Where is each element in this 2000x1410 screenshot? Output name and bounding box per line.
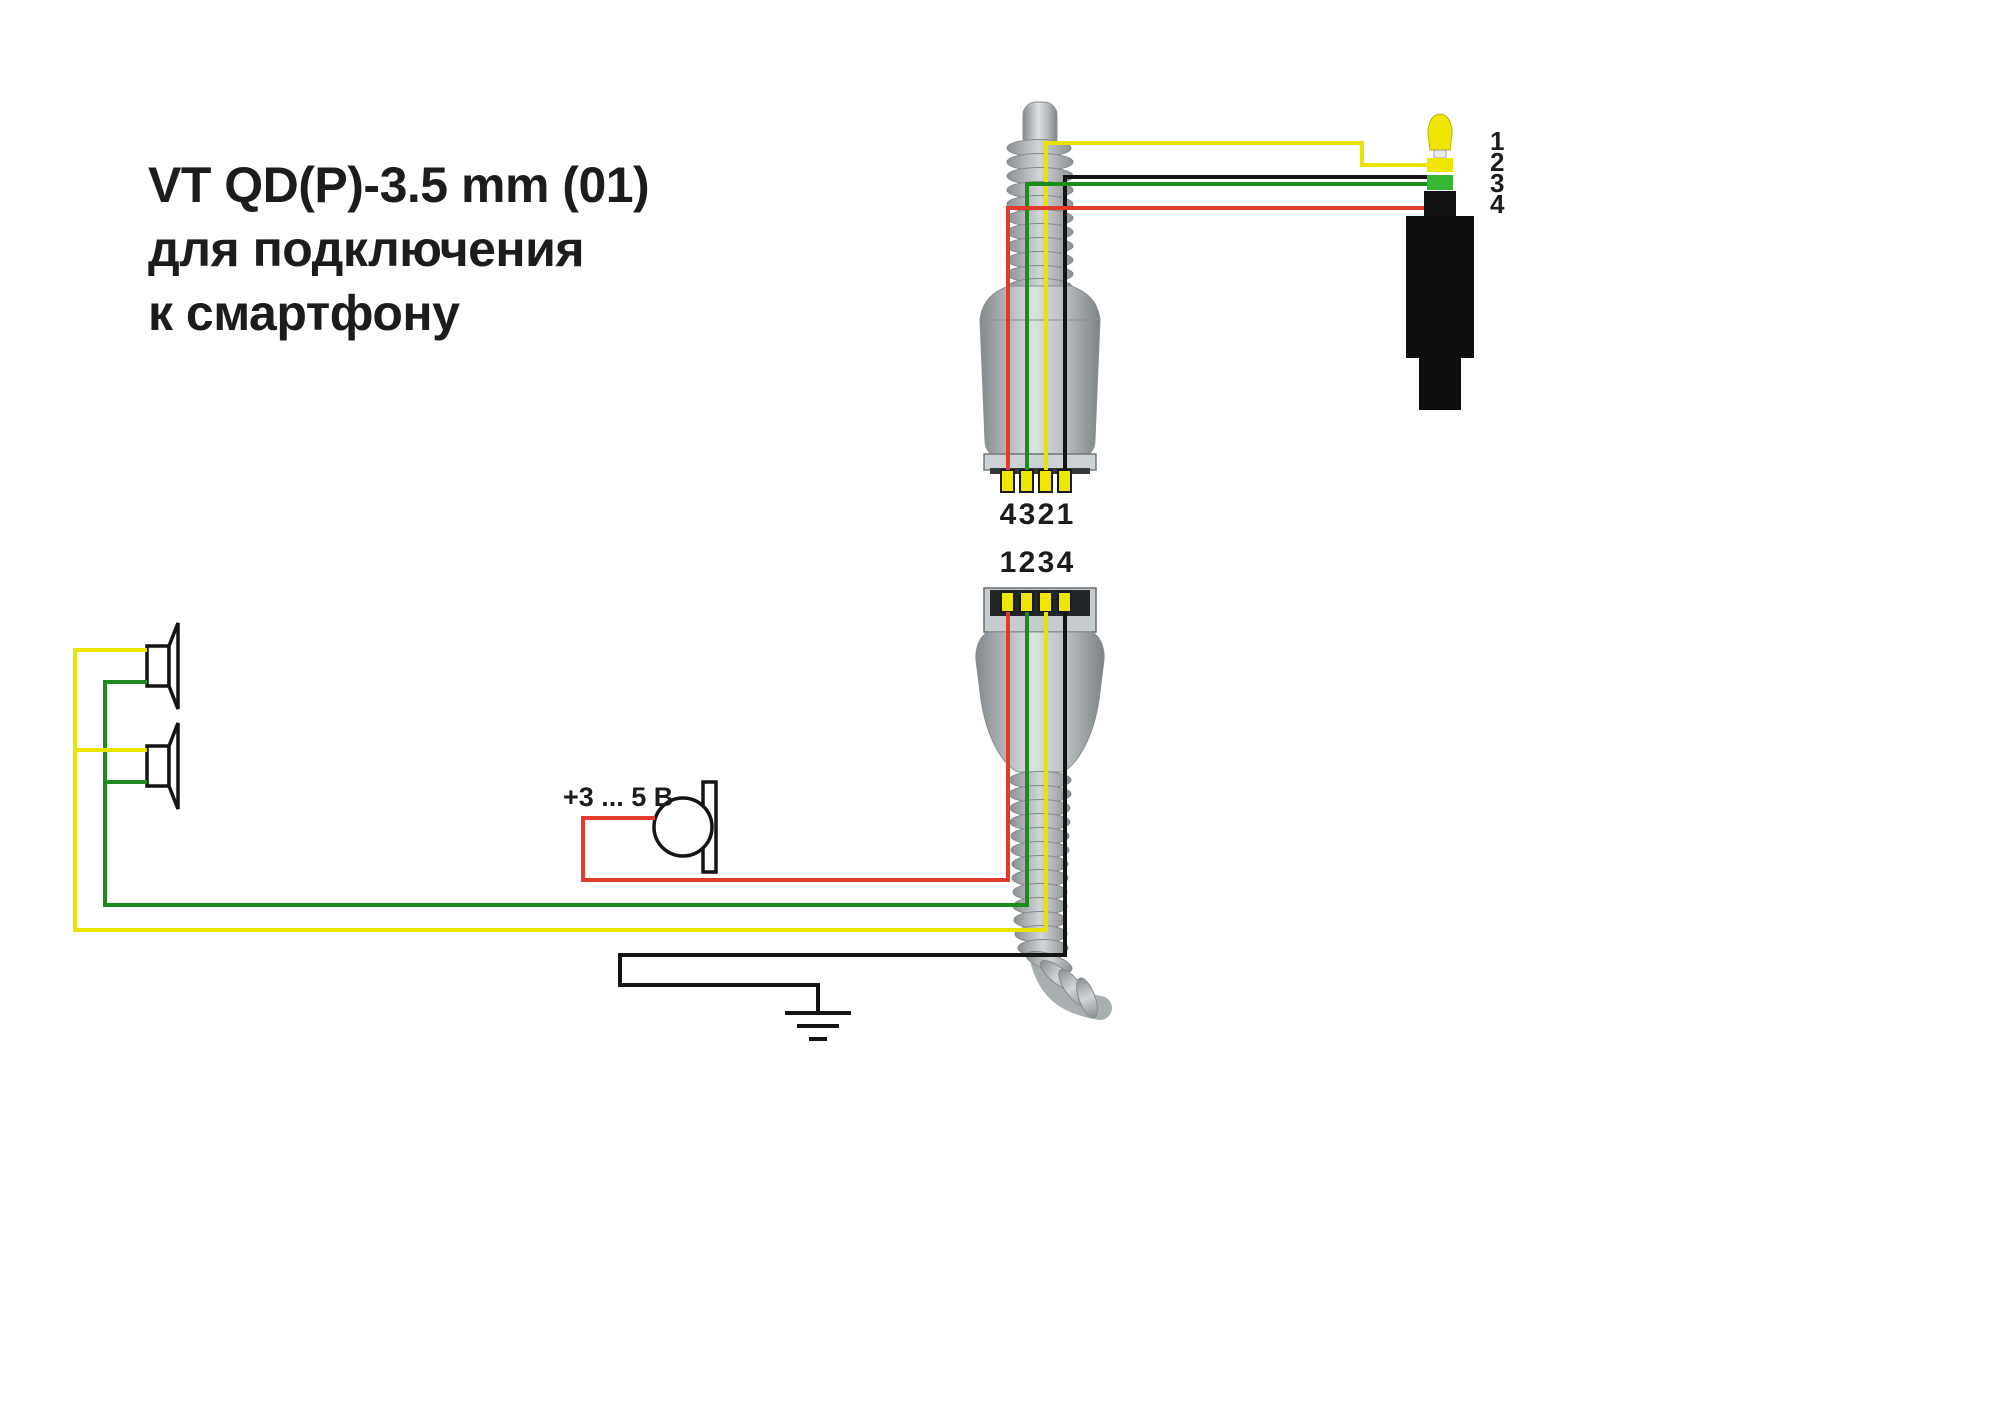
jack-ring-3 <box>1427 175 1453 190</box>
contact-pin-3 <box>1019 469 1034 493</box>
jack-contact-labels: 1 2 3 4 <box>1490 126 1505 219</box>
speaker-icon-top <box>145 622 180 710</box>
contact-pin-1 <box>1000 591 1015 613</box>
jack-label-2: 2 <box>1490 147 1504 177</box>
top-connector-pin-labels: 4 3 2 1 <box>1000 498 1074 531</box>
top-pin-label-3: 3 <box>1019 498 1036 531</box>
top-pin-label-4: 4 <box>1000 498 1017 531</box>
bottom-pin-label-3: 3 <box>1038 546 1055 579</box>
speaker-cone <box>167 722 180 810</box>
wires-bottom <box>73 612 1067 1013</box>
top-pin-label-1: 1 <box>1057 498 1074 531</box>
page-title: VT QD(P)-3.5 mm (01) для подключения к с… <box>148 157 650 341</box>
contact-pin-2 <box>1038 469 1053 493</box>
wire-red-bottom <box>581 612 1010 882</box>
jack-label-3: 3 <box>1490 168 1504 198</box>
contact-pin-2 <box>1019 591 1034 613</box>
wire-black-bottom <box>618 612 1067 1013</box>
speaker-cone <box>167 622 180 710</box>
title-line-3: к смартфону <box>148 285 460 341</box>
top-connector-body <box>979 319 1101 457</box>
bottom-pin-label-2: 2 <box>1019 546 1036 579</box>
jack-tip <box>1427 113 1453 151</box>
bottom-pin-label-4: 4 <box>1057 546 1074 579</box>
jack-ring-2 <box>1427 158 1453 172</box>
rib <box>1076 977 1098 1019</box>
wire-green-top <box>1025 182 1427 470</box>
contact-pin-1 <box>1057 469 1072 493</box>
title-line-2: для подключения <box>148 221 584 277</box>
bottom-connector-pin-labels: 1 2 3 4 <box>1000 546 1074 579</box>
contact-pin-4 <box>1000 469 1015 493</box>
jack-body <box>1406 216 1474 358</box>
wire-yellow-top <box>1044 141 1427 470</box>
wire-yellow-bottom <box>73 612 1048 932</box>
jack-collar <box>1424 191 1456 216</box>
speaker-driver <box>145 644 171 688</box>
microphone-voltage-label: +3 ... 5 В <box>563 782 673 812</box>
microphone-icon: +3 ... 5 В <box>563 780 718 874</box>
speaker-driver <box>145 744 171 788</box>
jack-label-1: 1 <box>1490 126 1504 156</box>
contact-pin-3 <box>1038 591 1053 613</box>
jack-label-4: 4 <box>1490 189 1505 219</box>
top-pin-label-2: 2 <box>1038 498 1055 531</box>
top-connector-face <box>983 453 1097 471</box>
jack-boot <box>1419 358 1461 410</box>
wires-top <box>1006 141 1427 470</box>
top-connector-shoulder <box>979 285 1101 321</box>
bottom-connector-contacts <box>1000 591 1072 613</box>
wire-black-top <box>1063 175 1427 470</box>
wire-green-bottom <box>103 612 1029 907</box>
microphone-capsule <box>652 796 714 858</box>
contact-pin-4 <box>1057 591 1072 613</box>
jack-tip-groove <box>1433 149 1447 159</box>
jack-3.5mm: 1 2 3 4 <box>1406 113 1505 410</box>
speaker-icon-bottom <box>145 722 180 810</box>
wire-red-top <box>1006 206 1424 470</box>
bottom-pin-label-1: 1 <box>1000 546 1017 579</box>
title-line-1: VT QD(P)-3.5 mm (01) <box>148 157 649 213</box>
